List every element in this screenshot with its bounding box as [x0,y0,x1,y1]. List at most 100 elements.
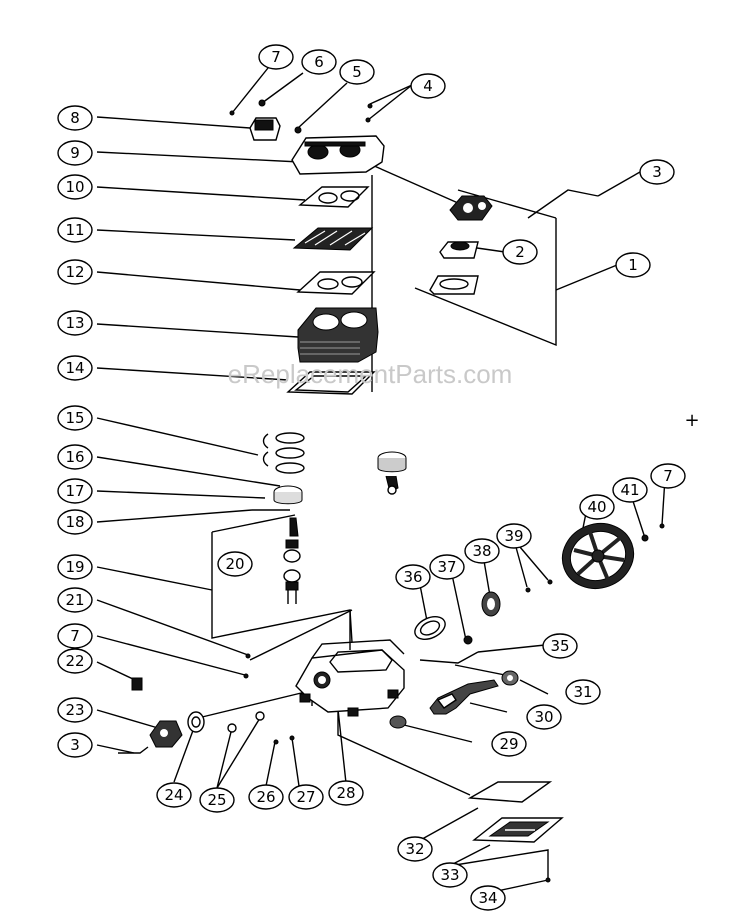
callout-circle [502,239,538,265]
callout-number: 11 [65,221,84,239]
part-40-flywheel-drawing [561,523,635,589]
callout-circle [57,509,93,535]
callout-circle [410,73,446,99]
callout-6: 6 [301,49,337,75]
callout-number: 13 [65,314,84,332]
callout-36: 36 [395,564,431,590]
callout-41: 41 [612,477,648,503]
parts-25-27-drawing [227,711,295,745]
part-37-drawing [463,635,473,645]
callout-number: 38 [472,542,491,560]
callout-20: 20 [217,551,253,577]
part-14-drawing [286,371,376,395]
callout-number: 7 [70,627,80,645]
callout-circle [57,587,93,613]
callout-circle [328,780,364,806]
callout-number: 15 [65,409,84,427]
callout-circle [217,551,253,577]
callout-number: 21 [65,591,84,609]
part-10-drawing [298,186,370,208]
callout-circle [339,59,375,85]
callout-circle [491,731,527,757]
callout-3: 3 [57,732,93,758]
callout-number: 5 [352,63,362,81]
callout-circle [395,564,431,590]
part-20-drawing [283,517,301,604]
callout-33: 33 [432,862,468,888]
callout-8: 8 [57,105,93,131]
callout-13: 13 [57,310,93,336]
callout-circle [57,140,93,166]
part-2-drawing [439,241,479,259]
callout-number: 14 [65,359,84,377]
callout-9: 9 [57,140,93,166]
part-3-lower-drawing [118,746,149,754]
callout-number: 31 [573,683,592,701]
callout-circle [470,885,506,911]
callout-circle [464,538,500,564]
callout-15: 15 [57,405,93,431]
part-36-drawing [414,615,446,641]
callout-30: 30 [526,704,562,730]
part-39-drawing [525,579,553,593]
callout-number: 26 [256,788,275,806]
callout-17: 17 [57,478,93,504]
callout-number: 9 [70,144,80,162]
callout-34: 34 [470,885,506,911]
callout-number: 12 [65,263,84,281]
callout-number: 27 [296,788,315,806]
callout-circle [57,217,93,243]
callout-circle [542,633,578,659]
callout-number: 30 [534,708,553,726]
callout-number: 6 [314,53,324,71]
callout-25: 25 [199,787,235,813]
callout-3: 3 [639,159,675,185]
callout-number: 24 [164,786,183,804]
callout-circle [57,259,93,285]
callout-26: 26 [248,784,284,810]
callout-40: 40 [579,494,615,520]
callout-circle [57,355,93,381]
callout-16: 16 [57,444,93,470]
callout-number: 25 [207,791,226,809]
callout-7: 7 [650,463,686,489]
part-29-drawing [389,715,407,729]
crankcase-drawing [295,639,405,717]
callout-circle [639,159,675,185]
parts-41-7-drawing [641,523,665,542]
callout-number: 41 [620,481,639,499]
callout-23: 23 [57,697,93,723]
callout-29: 29 [491,731,527,757]
callout-number: 2 [515,243,525,261]
part-11-drawing [292,227,374,251]
callout-circle [397,836,433,862]
part-1-drawing [429,275,479,295]
callout-number: 16 [65,448,84,466]
part-32-drawing [467,781,553,803]
callout-circle [496,523,532,549]
part-33-drawing [472,817,564,843]
callout-number: 22 [65,652,84,670]
callout-4: 4 [410,73,446,99]
part-16-drawing [273,485,303,505]
callout-5: 5 [339,59,375,85]
callout-number: 10 [65,178,84,196]
callout-number: 1 [628,256,638,274]
piston-assembly-drawing [377,451,407,495]
callout-number: 7 [663,467,673,485]
callout-7: 7 [57,623,93,649]
callout-circle [199,787,235,813]
callout-7: 7 [258,44,294,70]
part-15-drawing [262,432,305,474]
part-13-drawing [297,307,379,363]
callout-circle [57,405,93,431]
callout-number: 20 [225,555,244,573]
callout-24: 24 [156,782,192,808]
callout-12: 12 [57,259,93,285]
callout-number: 29 [499,735,518,753]
callout-circle [429,554,465,580]
callout-number: 3 [70,736,80,754]
callout-circle [612,477,648,503]
part-12-drawing [296,271,376,295]
